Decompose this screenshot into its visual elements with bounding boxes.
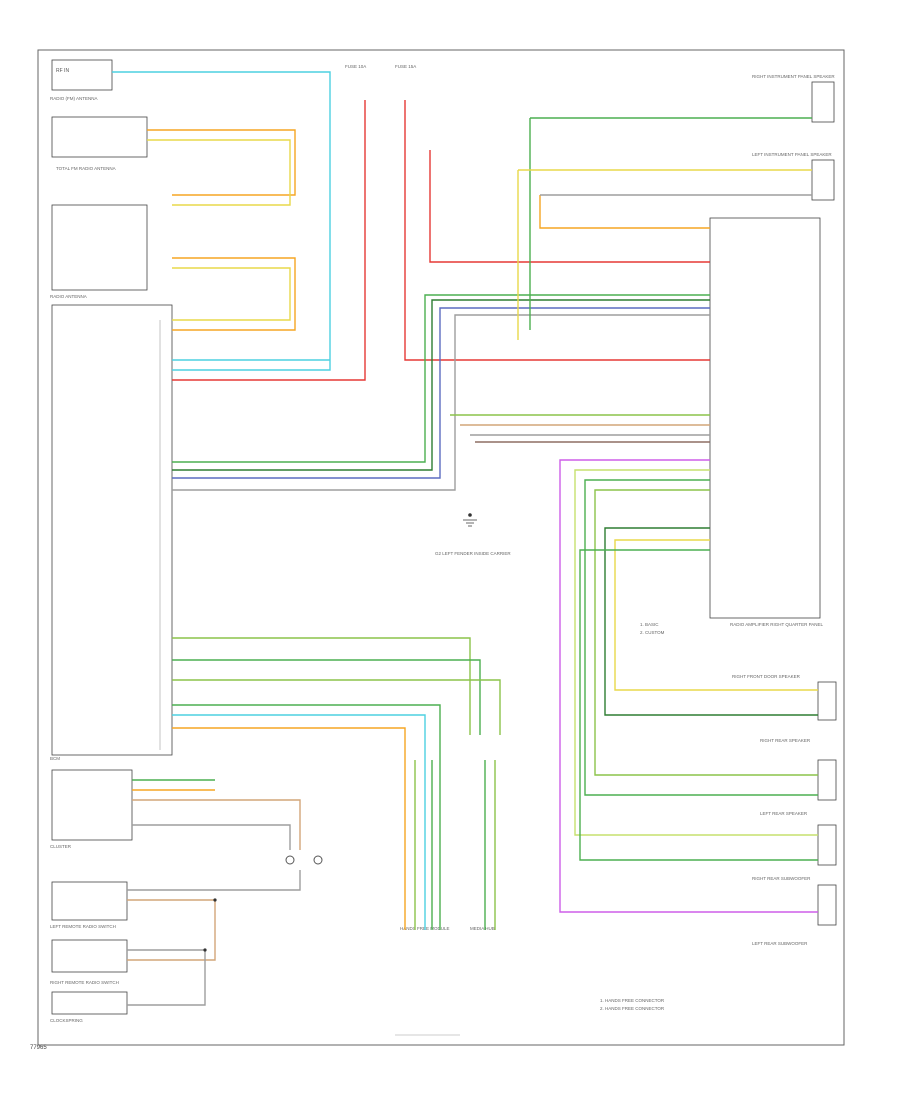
wire-green-1 (172, 294, 710, 463)
g2-label: G2 LEFT FENDER INSIDE CARRIER (435, 551, 511, 556)
left-components: RF IN RADIO (FM) ANTENNA TOTAL FM RADIO … (50, 59, 173, 1023)
fm-antenna-text: RF IN (56, 68, 69, 74)
right-rear-subwoofer-label: RIGHT REAR SUBWOOFER (752, 876, 811, 881)
wire-blue-1 (172, 307, 710, 479)
right-ip-speaker-box (811, 81, 835, 123)
wire-battery-red (172, 100, 366, 381)
wire-right-ip-green (529, 117, 812, 330)
wire-remote-tan (127, 899, 216, 961)
right-front-door-speaker-label: RIGHT FRONT DOOR SPEAKER (732, 674, 801, 679)
ground-symbol (463, 519, 477, 527)
wire-amp-green-a (584, 479, 818, 796)
amplifier-label: RADIO AMPLIFIER RIGHT QUARTER PANEL (730, 622, 824, 627)
wire-audio-orange (172, 727, 406, 930)
wire-remote-gray-2 (127, 949, 206, 1006)
wire-gray-1 (172, 314, 710, 491)
wire-amp-lime (574, 469, 818, 836)
left-ip-speaker-box (811, 159, 835, 201)
note-item-2: 2. CUSTOM (640, 630, 665, 635)
right-remote-switch-label: RIGHT REMOTE RADIO SWITCH (50, 980, 119, 985)
left-rear-speaker-box (817, 824, 837, 866)
wire-ignition-red (404, 100, 710, 361)
wire-amp-green-c (604, 527, 818, 716)
fm-antenna-box (51, 59, 113, 91)
fuse-labels: FUSE 10A FUSE 15A G2 LEFT FENDER INSIDE … (345, 64, 511, 556)
right-front-door-speaker-box (817, 681, 837, 721)
radio-main-box (51, 304, 173, 756)
wire-antenna-yellow-2 (172, 267, 291, 321)
legend-item-1: 1. HANDS FREE CONNECTOR (600, 998, 665, 1003)
radio-fm-antenna-label: RADIO (FM) ANTENNA (50, 96, 98, 101)
wire-antenna-orange (147, 129, 296, 196)
cluster-box (51, 769, 133, 841)
media-hub-label: MEDIA HUB (470, 926, 495, 931)
wire-audio-green-4 (172, 704, 441, 930)
splice-dots (203, 513, 472, 952)
clockspring-label: CLOCKSPRING (50, 1018, 83, 1023)
right-components: RIGHT INSTRUMENT PANEL SPEAKER LEFT INST… (709, 74, 837, 946)
wire-antenna-orange-2 (172, 257, 296, 331)
wire-antenna-yellow (147, 139, 291, 206)
wire-audio-cyan (172, 714, 426, 930)
wire-antenna-cyan (112, 71, 331, 371)
amplifier-box (709, 217, 821, 619)
left-remote-switch-box (51, 881, 128, 921)
cluster-label: CLUSTER (50, 844, 72, 849)
left-ip-speaker-label: LEFT INSTRUMENT PANEL SPEAKER (752, 152, 832, 157)
right-remote-switch-box (51, 939, 128, 973)
wire-audio-green-3 (172, 679, 501, 735)
wire-cluster-tan (132, 799, 301, 850)
bottom-connectors: HANDS FREE MODULE MEDIA HUB 1. HANDS FRE… (395, 622, 665, 1036)
fuse-a-label: FUSE 10A (345, 64, 366, 69)
radio-antenna-box (51, 204, 148, 291)
wire-amp-yellow (614, 539, 818, 691)
clockspring-box (51, 991, 128, 1015)
left-remote-switch-label: LEFT REMOTE RADIO SWITCH (50, 924, 116, 929)
wire-audio-green-2 (172, 659, 481, 735)
right-ip-speaker-label: RIGHT INSTRUMENT PANEL SPEAKER (752, 74, 835, 79)
wire-audio-green-1 (172, 637, 471, 735)
radio-antenna-label: RADIO ANTENNA (50, 294, 87, 299)
wire-left-ip-orange (539, 195, 710, 229)
wire-remote-gray (127, 870, 301, 891)
left-rear-subwoofer-label: LEFT REAR SUBWOOFER (752, 941, 808, 946)
right-rear-subwoofer-box (817, 884, 837, 926)
diagram-footer-code: 77965 (30, 1045, 47, 1051)
wire-amp-pink (559, 459, 818, 913)
right-rear-speaker-box (817, 759, 837, 801)
bcm-label: BCM (50, 756, 60, 761)
wire-green-2 (172, 299, 710, 471)
total-fm-antenna-box (51, 116, 148, 158)
diagram-frame (37, 49, 845, 1046)
note-item-1: 1. BASIC (640, 622, 659, 627)
right-rear-speaker-label: RIGHT REAR SPEAKER (760, 738, 811, 743)
wires (112, 71, 818, 1006)
wire-amp-green-b (594, 489, 818, 776)
left-rear-speaker-label: LEFT REAR SPEAKER (760, 811, 808, 816)
legend-item-2: 2. HANDS FREE CONNECTOR (600, 1006, 665, 1011)
fuse-b-label: FUSE 15A (395, 64, 416, 69)
wire-left-ip-yellow (517, 169, 812, 340)
total-fm-antenna-label: TOTAL FM RADIO ANTENNA (56, 166, 116, 171)
wire-ignition-red-2 (429, 150, 710, 263)
wire-amp-green-d (579, 549, 818, 861)
wire-cluster-gray (132, 824, 291, 850)
